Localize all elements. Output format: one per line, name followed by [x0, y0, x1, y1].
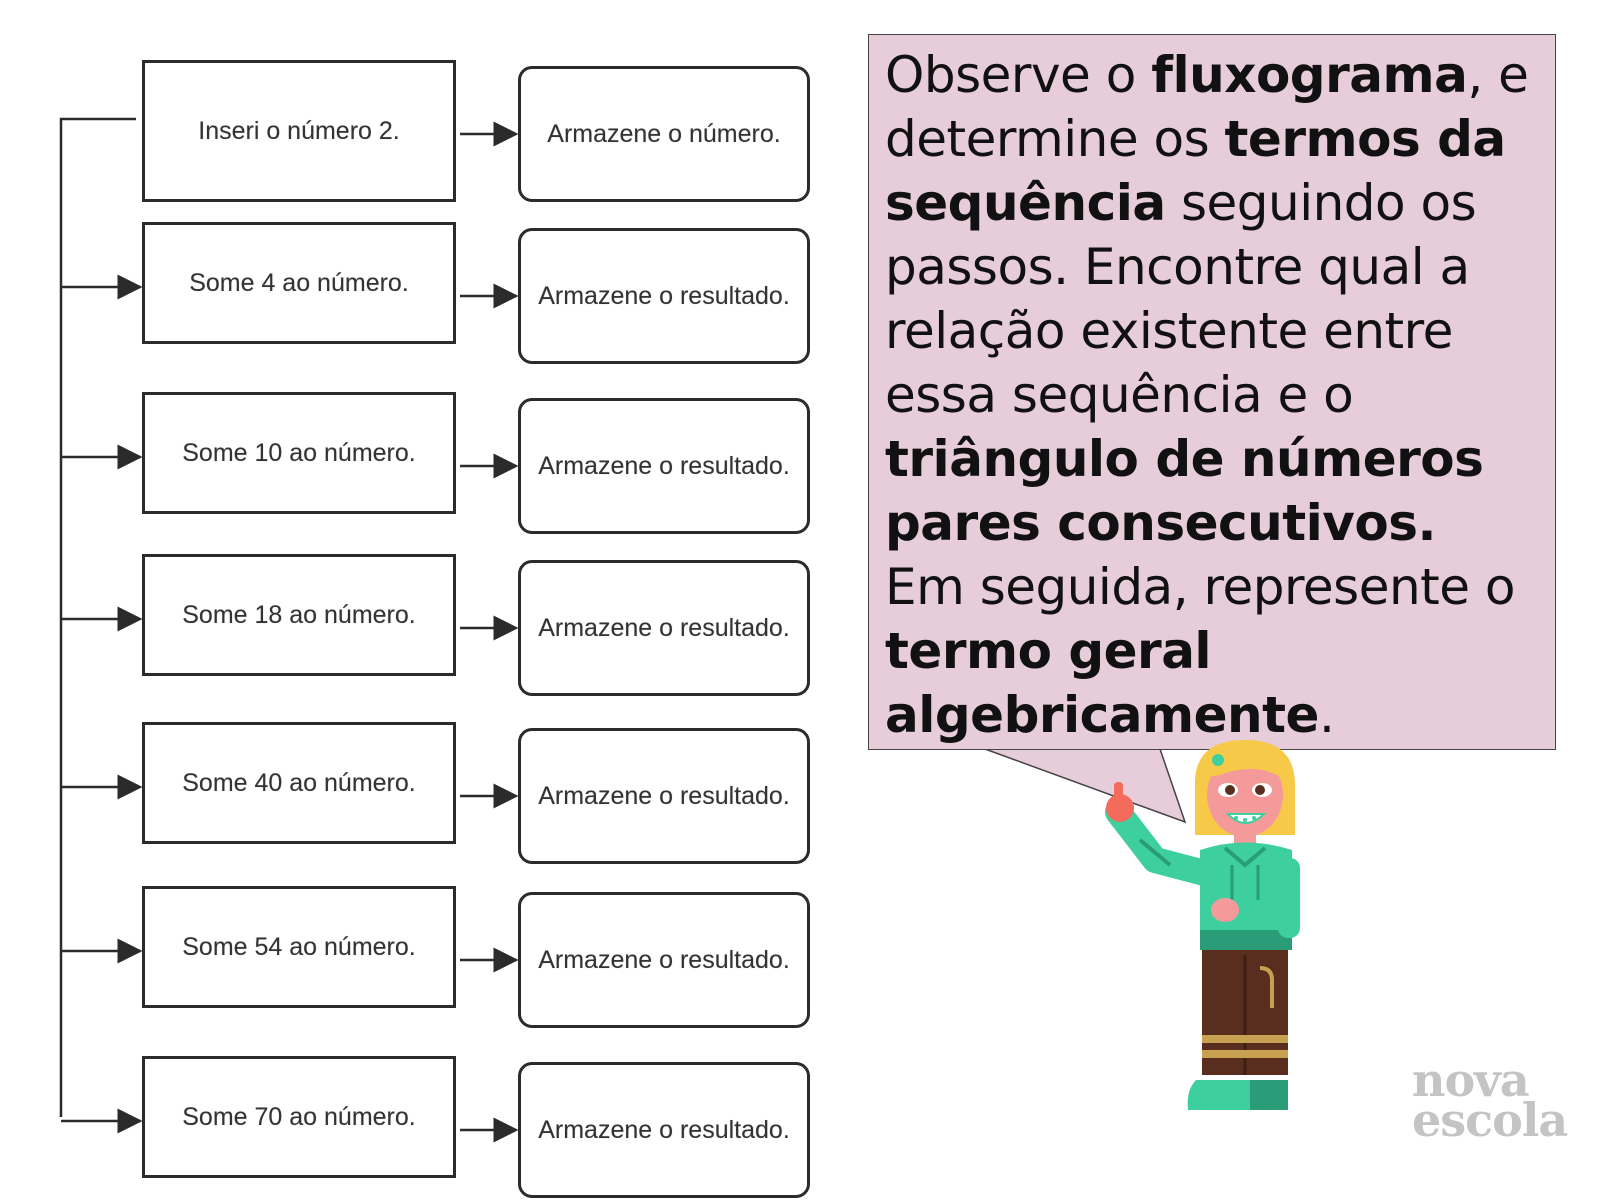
feedback-loop-line	[59, 117, 136, 1117]
bubble-text-4: Em seguida, represente o	[885, 558, 1516, 616]
flowchart-store-box: Armazene o resultado.	[518, 560, 810, 696]
flowchart-store-box: Armazene o resultado.	[518, 728, 810, 864]
flowchart-connectors	[59, 117, 519, 1143]
flowchart-action-box: Some 18 ao número.	[142, 554, 456, 676]
bubble-text-1: Observe o	[885, 46, 1152, 104]
bubble-bold-termo-geral: termo geral algebricamente	[885, 622, 1319, 744]
flowchart-store-box: Armazene o resultado.	[518, 1062, 810, 1198]
logo-line-escola: escola	[1412, 1093, 1568, 1147]
bubble-text-2: , e determine os	[885, 46, 1529, 168]
teacher-character-illustration	[1105, 740, 1300, 1110]
flowchart-action-box: Some 40 ao número.	[142, 722, 456, 844]
speech-bubble: Observe o fluxograma, e determine os ter…	[868, 34, 1556, 750]
bubble-text-3: seguindo os passos. Encontre qual a rela…	[885, 174, 1477, 424]
flowchart-store-box: Armazene o resultado.	[518, 228, 810, 364]
flowchart-action-box: Some 54 ao número.	[142, 886, 456, 1008]
bubble-text-5: .	[1318, 686, 1335, 744]
bubble-bold-termos: termos da sequência	[885, 110, 1506, 232]
flowchart-action-box: Some 10 ao número.	[142, 392, 456, 514]
flowchart-action-box: Some 70 ao número.	[142, 1056, 456, 1178]
logo-line-nova: nova	[1412, 1053, 1530, 1107]
nova-escola-logo: nova escola	[1412, 1053, 1582, 1147]
bubble-bold-fluxograma: fluxograma	[1151, 46, 1468, 104]
flowchart-store-box: Armazene o resultado.	[518, 398, 810, 534]
flowchart-action-box: Inseri o número 2.	[142, 60, 456, 202]
flowchart-action-box: Some 4 ao número.	[142, 222, 456, 344]
flowchart-store-box: Armazene o número.	[518, 66, 810, 202]
flowchart-store-box: Armazene o resultado.	[518, 892, 810, 1028]
bubble-bold-triangulo: triângulo de números pares consecutivos.	[885, 430, 1484, 552]
